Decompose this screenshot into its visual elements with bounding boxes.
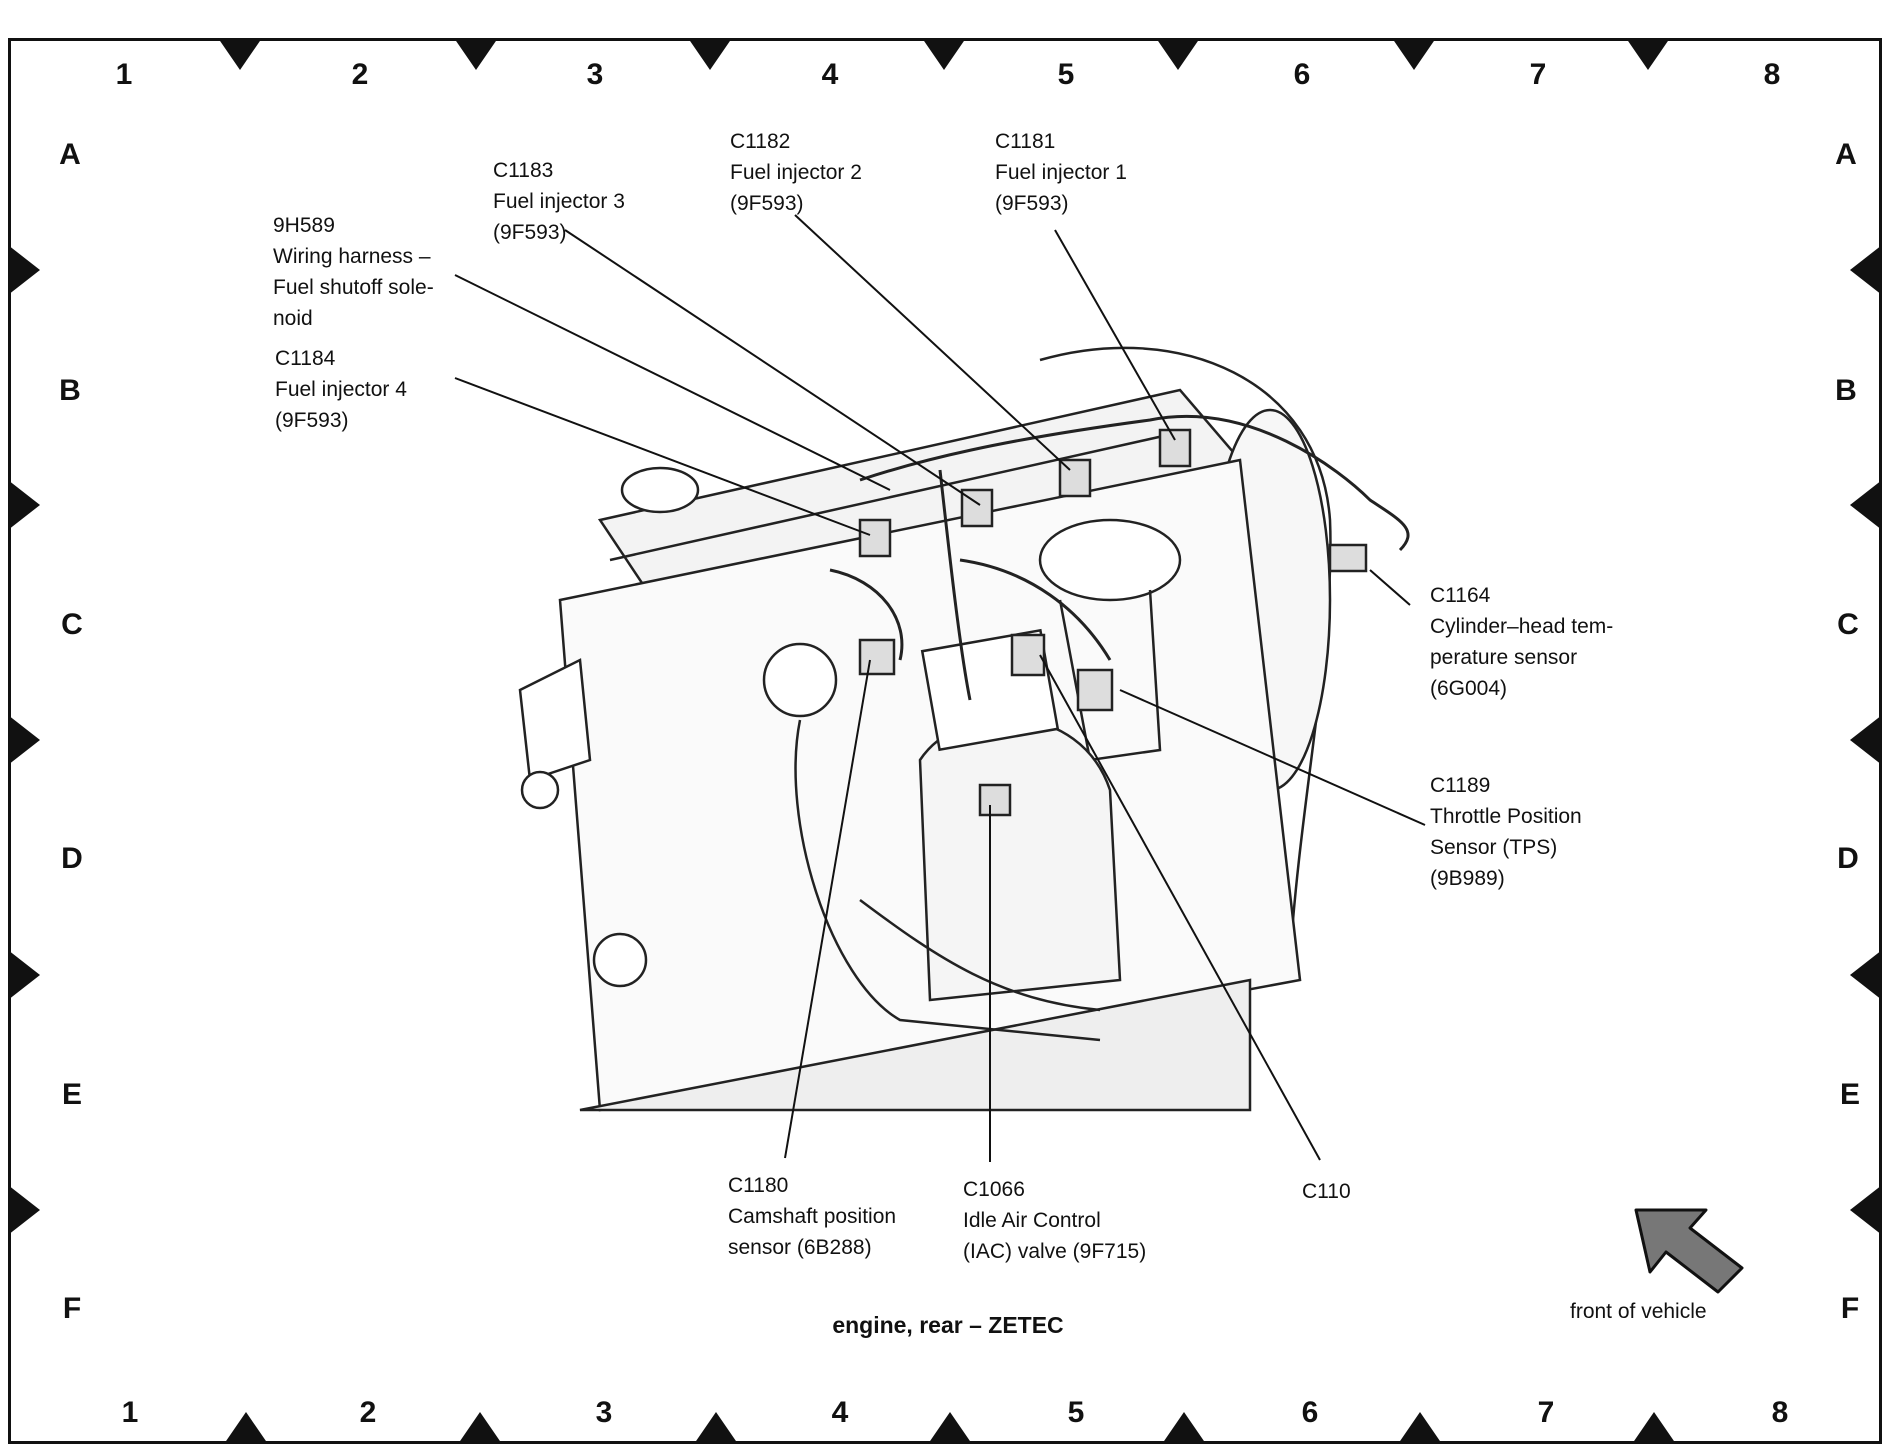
grid-row-e: E — [61, 1078, 82, 1111]
grid-col-1-bottom: 1 — [121, 1396, 139, 1429]
grid-col-7: 7 — [1529, 58, 1547, 91]
grid-row-d: D — [61, 842, 83, 875]
grid-row-a-right: A — [1835, 138, 1857, 171]
callout-c1182: C1182 Fuel injector 2 (9F593) — [730, 130, 862, 215]
grid-col-8-bottom: 8 — [1771, 1396, 1789, 1429]
grid-col-5-bottom: 5 — [1067, 1396, 1085, 1429]
grid-row-b: B — [59, 374, 81, 407]
front-of-vehicle-arrow-icon — [1634, 1208, 1744, 1294]
grid-col-3: 3 — [586, 58, 604, 91]
grid-row-c-right: C — [1837, 608, 1859, 641]
grid-col-1: 1 — [115, 58, 133, 91]
callout-c1181: C1181 Fuel injector 1 (9F593) — [995, 130, 1127, 215]
grid-row-c: C — [61, 608, 83, 641]
grid-col-4: 4 — [821, 58, 839, 91]
callout-9h589: 9H589 Wiring harness – Fuel shutoff sole… — [273, 214, 434, 330]
callout-c110: C110 — [1302, 1180, 1351, 1203]
grid-row-f-right: F — [1840, 1292, 1860, 1325]
grid-col-6: 6 — [1293, 58, 1311, 91]
grid-row-f: F — [62, 1292, 82, 1325]
callout-c1189: C1189 Throttle Position Sensor (TPS) (9B… — [1430, 774, 1582, 890]
callout-c1164: C1164 Cylinder–head tem- perature sensor… — [1430, 584, 1614, 700]
callout-c1184: C1184 Fuel injector 4 (9F593) — [275, 347, 407, 432]
grid-row-b-right: B — [1835, 374, 1857, 407]
grid-row-e-right: E — [1839, 1078, 1860, 1111]
grid-col-2-bottom: 2 — [359, 1396, 377, 1429]
grid-col-8: 8 — [1763, 58, 1781, 91]
grid-row-a: A — [59, 138, 81, 171]
grid-row-d-right: D — [1837, 842, 1859, 875]
callout-c1180: C1180 Camshaft position sensor (6B288) — [728, 1174, 897, 1259]
grid-marker-triangles — [8, 38, 1882, 1444]
grid-col-4-bottom: 4 — [831, 1396, 849, 1429]
leader-lines — [454, 214, 1426, 1162]
grid-col-5: 5 — [1057, 58, 1075, 91]
grid-col-2: 2 — [351, 58, 369, 91]
diagram-caption: engine, rear – ZETEC — [832, 1312, 1064, 1338]
callout-c1183: C1183 Fuel injector 3 (9F593) — [493, 159, 625, 244]
grid-col-6-bottom: 6 — [1301, 1396, 1319, 1429]
engine-block — [518, 346, 1410, 1112]
front-of-vehicle-label: front of vehicle — [1570, 1300, 1707, 1323]
grid-col-7-bottom: 7 — [1537, 1396, 1555, 1429]
grid-col-3-bottom: 3 — [595, 1396, 613, 1429]
callout-c1066: C1066 Idle Air Control (IAC) valve (9F71… — [963, 1178, 1147, 1263]
